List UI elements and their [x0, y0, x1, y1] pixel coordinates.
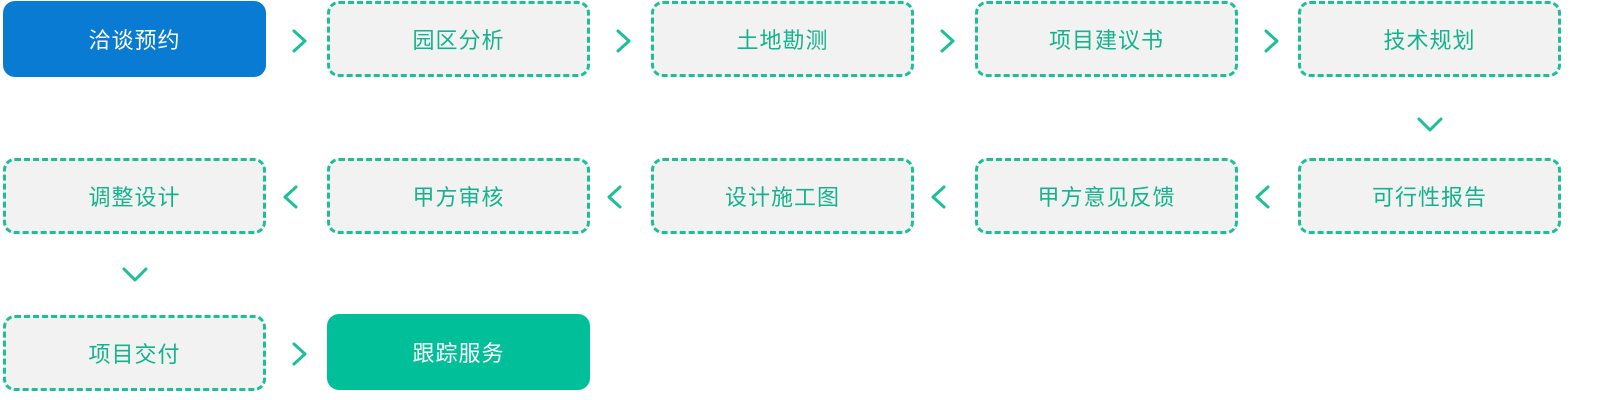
- step-land-survey: 土地勘测: [651, 1, 914, 77]
- step-park-analysis: 园区分析: [327, 1, 590, 77]
- step-construction-drawings: 设计施工图: [651, 158, 914, 234]
- chevron-right-icon: [611, 29, 635, 53]
- step-feasibility-report: 可行性报告: [1298, 158, 1561, 234]
- chevron-down-icon: [122, 262, 148, 286]
- chevron-right-icon: [1259, 29, 1283, 53]
- step-project-proposal: 项目建议书: [975, 1, 1238, 77]
- step-follow-up-service: 跟踪服务: [327, 314, 590, 390]
- chevron-down-icon: [1417, 112, 1443, 136]
- chevron-right-icon: [287, 342, 311, 366]
- chevron-right-icon: [287, 29, 311, 53]
- chevron-left-icon: [1251, 185, 1275, 209]
- chevron-left-icon: [603, 185, 627, 209]
- step-technical-planning: 技术规划: [1298, 1, 1561, 77]
- step-consultation-appointment: 洽谈预约: [3, 1, 266, 77]
- step-client-feedback: 甲方意见反馈: [975, 158, 1238, 234]
- step-client-review: 甲方审核: [327, 158, 590, 234]
- chevron-left-icon: [927, 185, 951, 209]
- chevron-left-icon: [279, 185, 303, 209]
- chevron-right-icon: [935, 29, 959, 53]
- step-adjust-design: 调整设计: [3, 158, 266, 234]
- step-project-delivery: 项目交付: [3, 315, 266, 391]
